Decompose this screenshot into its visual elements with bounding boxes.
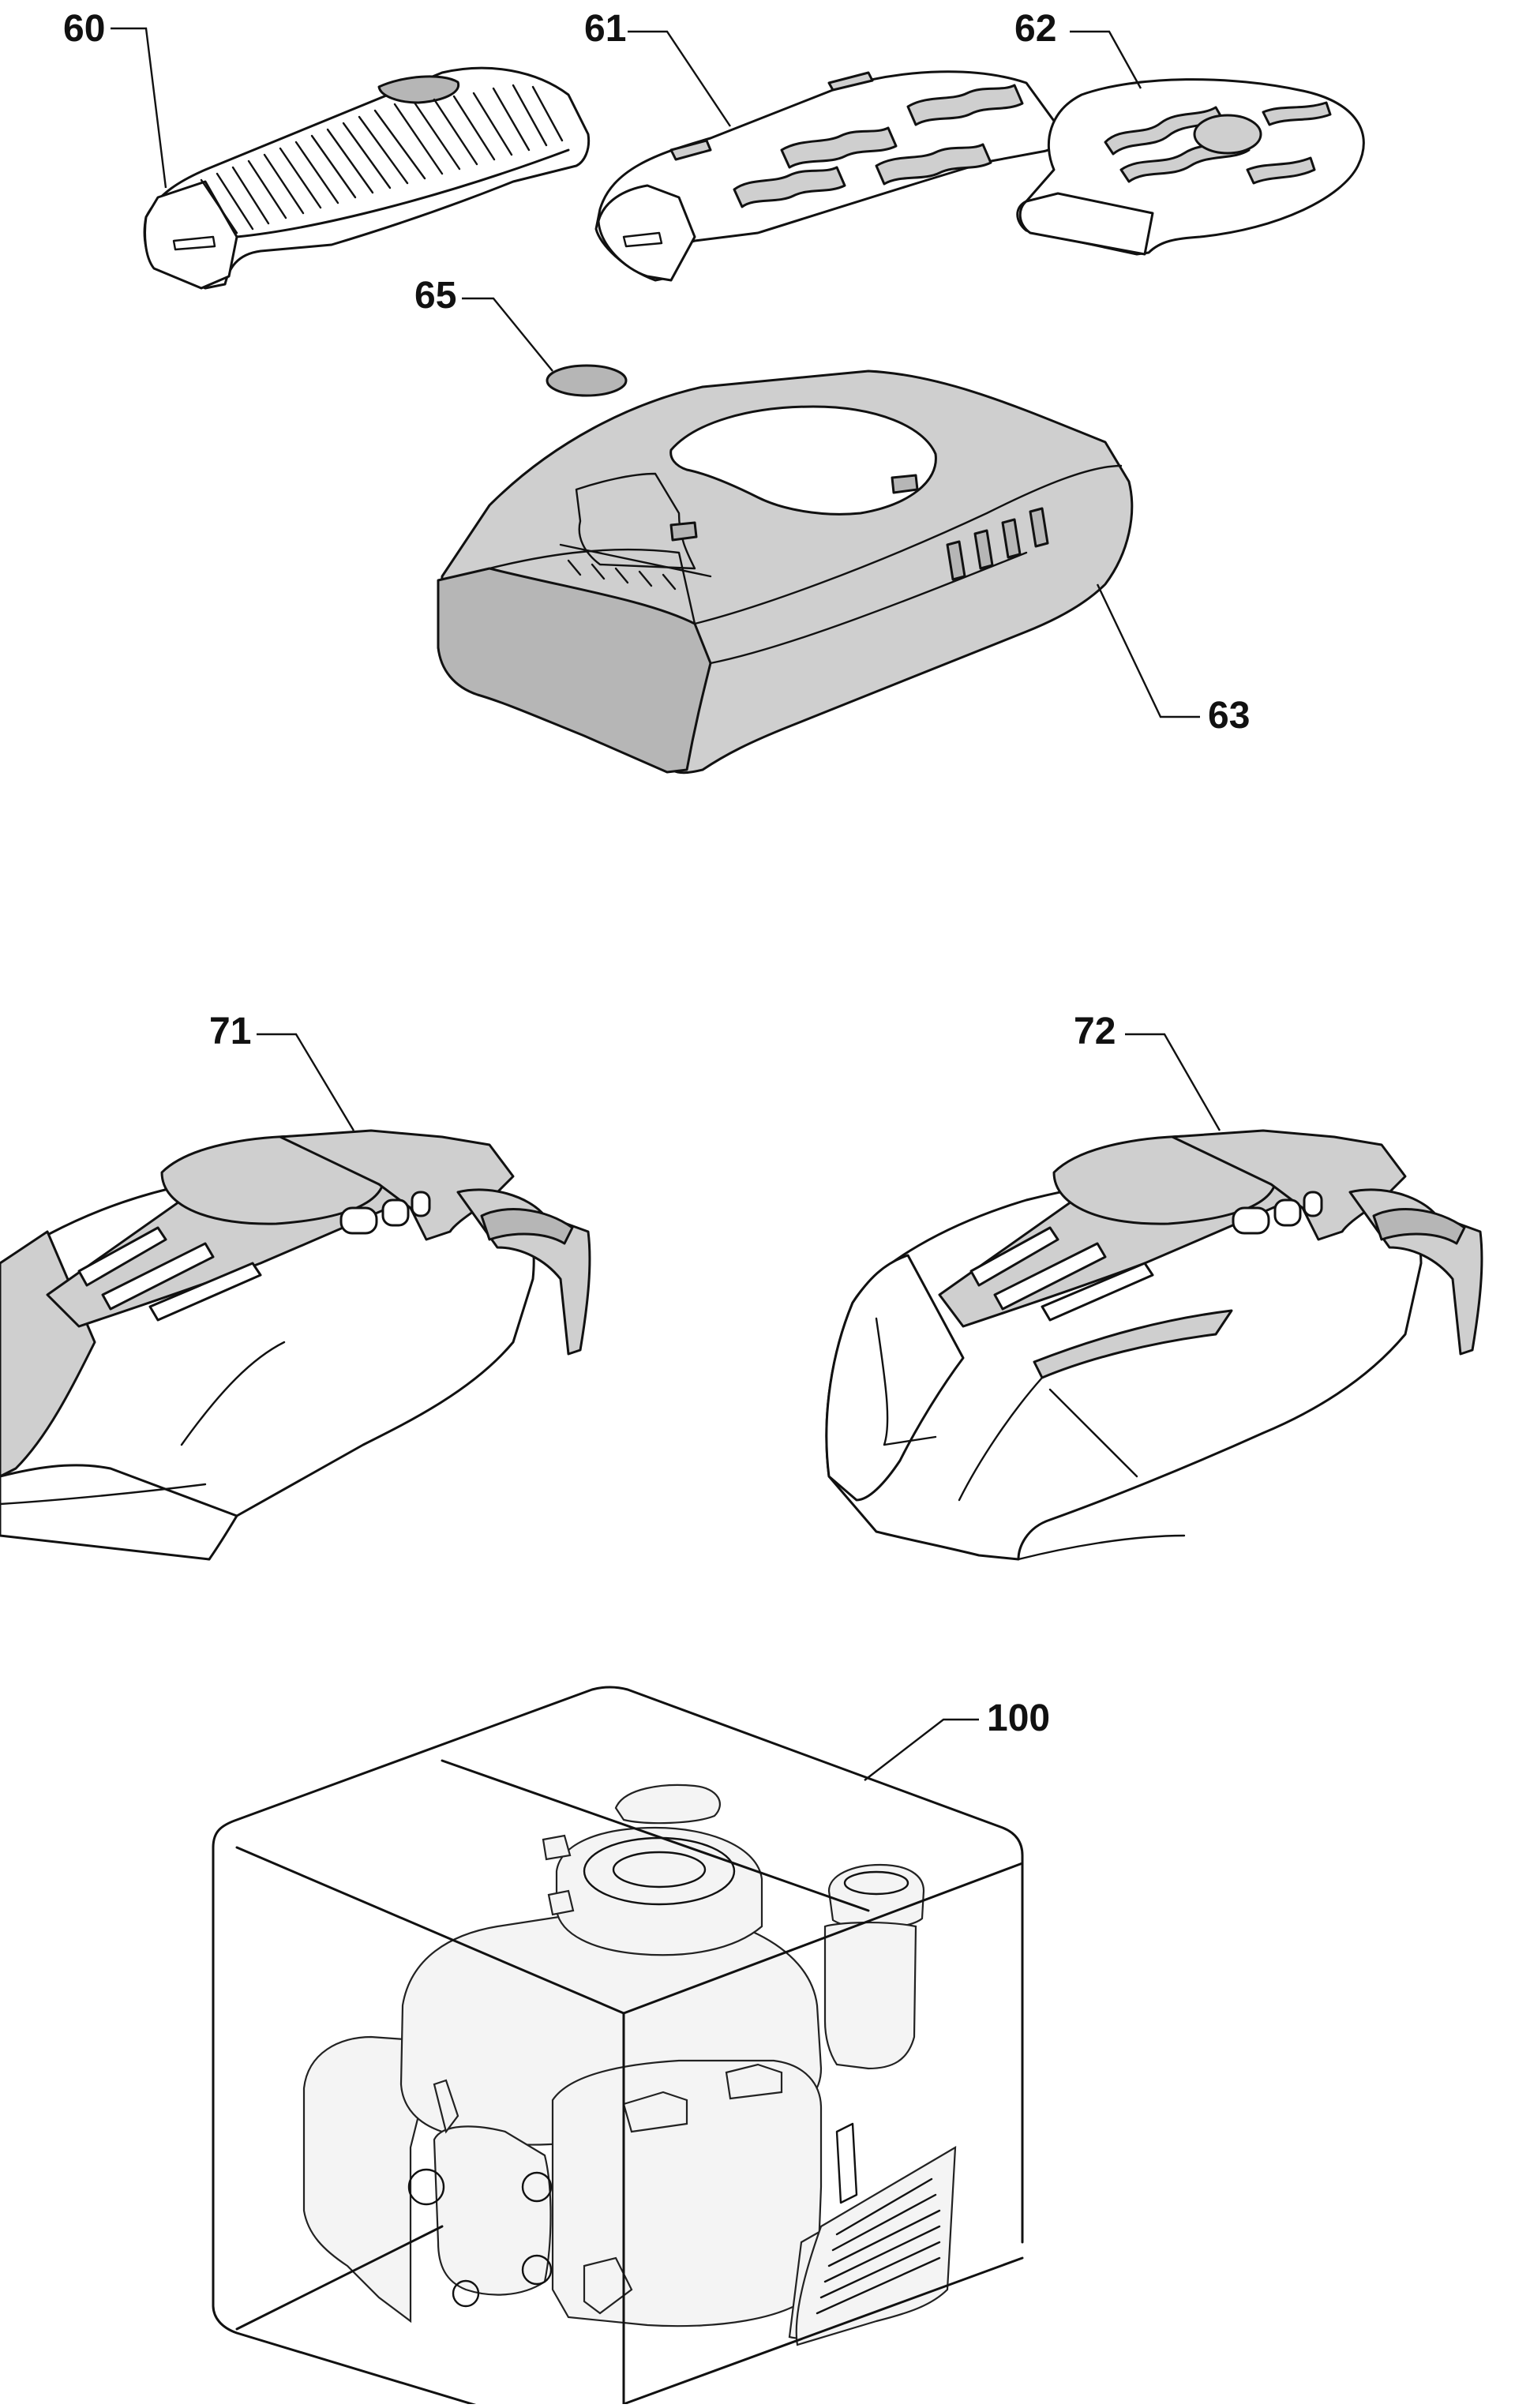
callout-100: 100 bbox=[987, 1697, 1050, 1739]
part-71-hood-assembly[interactable] bbox=[0, 1129, 591, 1561]
part-60-ribbed-cover[interactable] bbox=[143, 66, 591, 290]
callout-60: 60 bbox=[63, 8, 105, 50]
leader-65 bbox=[462, 297, 553, 372]
callout-63: 63 bbox=[1208, 695, 1250, 737]
callout-72: 72 bbox=[1074, 1011, 1116, 1052]
leader-61 bbox=[628, 30, 731, 127]
leader-72 bbox=[1125, 1033, 1221, 1131]
engine-illustration bbox=[302, 1783, 925, 2339]
part-72-hood-assembly[interactable] bbox=[825, 1129, 1483, 1561]
leader-71 bbox=[257, 1033, 355, 1131]
callout-61: 61 bbox=[584, 8, 626, 50]
manual-bag-hatching bbox=[816, 2177, 941, 2315]
callout-71: 71 bbox=[209, 1011, 251, 1052]
leader-100 bbox=[864, 1718, 979, 1781]
callout-62: 62 bbox=[1014, 8, 1056, 50]
part-62-round-vent-cover[interactable] bbox=[1016, 78, 1365, 256]
leader-63 bbox=[1096, 583, 1200, 718]
leader-60 bbox=[111, 27, 167, 189]
part-63-engine-hood[interactable] bbox=[437, 369, 1134, 775]
manual-bag bbox=[795, 2146, 957, 2346]
callout-65: 65 bbox=[414, 275, 456, 317]
part-100-engine-package[interactable] bbox=[212, 1686, 1024, 2408]
leader-62 bbox=[1070, 30, 1142, 89]
part-61-wavy-cover[interactable] bbox=[594, 70, 1060, 282]
part-65-oval-sticker[interactable] bbox=[546, 364, 628, 397]
transparent-box bbox=[212, 1686, 1024, 2408]
